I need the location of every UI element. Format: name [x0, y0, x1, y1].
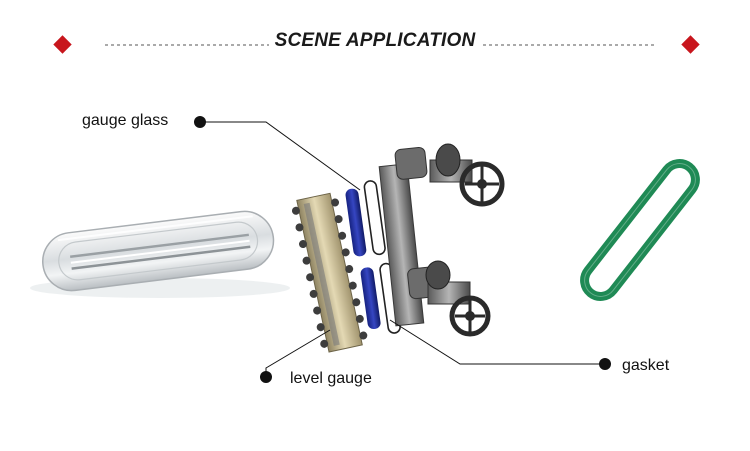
callout-level-gauge — [260, 329, 331, 383]
label-gauge-glass: gauge glass — [82, 112, 169, 129]
gauge-glass-image — [30, 210, 290, 298]
level-gauge-assembly — [291, 143, 505, 353]
right-diamond-icon — [681, 35, 700, 54]
page-title-text: SCENE APPLICATION — [268, 30, 482, 51]
lower-valve — [425, 260, 491, 337]
label-level-gauge: level gauge — [290, 370, 372, 387]
upper-valve — [429, 143, 505, 207]
callout-gauge-glass — [194, 116, 361, 191]
label-gasket: gasket — [622, 357, 670, 374]
page-title: SCENE APPLICATION — [0, 30, 750, 52]
callout-gasket — [389, 319, 611, 370]
gasket-image — [580, 159, 700, 301]
left-diamond-icon — [53, 35, 72, 54]
